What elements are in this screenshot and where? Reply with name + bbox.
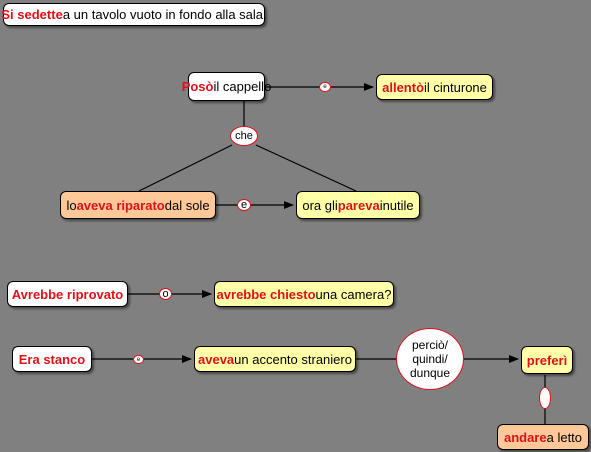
connector-percio-quindi-dunque[interactable]: perciò/ quindi/ dunque [396,328,464,390]
edge-che-pareva [255,144,357,192]
node-aveva-accento[interactable]: aveva un accento straniero [194,346,356,372]
node-poso[interactable]: Posò il cappello [182,72,271,101]
connector-label: o [162,288,169,300]
node-si-sedette[interactable]: Si sedette a un tavolo vuoto in fondo al… [1,3,267,26]
node-preferi[interactable]: preferì [521,346,573,374]
node-text: ora gli [302,197,338,213]
node-avrebbe-riprovato[interactable]: Avrebbe riprovato [7,281,128,307]
node-keyword: aveva riparato [76,197,165,213]
node-keyword: Era stanco [18,351,86,367]
node-text: un accento straniero [234,351,352,367]
node-keyword: Si sedette [1,7,63,22]
node-text: a un tavolo vuoto in fondo alla sala. [62,7,267,22]
connector-label: che [235,130,253,142]
edge-che-riparato [138,144,233,192]
node-text: lo [66,197,77,213]
node-text: dal sole [164,197,210,213]
node-keyword: andare [503,429,547,445]
connector-label: e [136,356,141,363]
connector-label: e [240,199,248,211]
connector-o[interactable]: o [159,288,172,300]
connector-line-3: dunque [409,366,451,380]
node-text: il cinturone [424,79,487,95]
node-keyword: allentò [382,79,425,95]
node-keyword: pareva [337,197,380,213]
connector-line-1: perciò/ [411,338,449,352]
node-text: inutile [379,197,414,213]
connector-line-2: quindi/ [412,352,448,366]
connector-e-2[interactable]: e [237,199,251,211]
node-keyword: Posò [181,79,214,94]
node-keyword: Avrebbe riprovato [11,286,124,302]
node-keyword: avrebbe chiesto [216,286,316,302]
node-keyword: aveva [198,351,235,367]
connector-e-1[interactable]: e [319,82,331,92]
connector-vertical[interactable] [539,387,551,409]
node-text: il cappello [213,79,272,94]
connector-label: e [323,84,327,90]
node-aveva-riparato[interactable]: lo aveva riparato dal sole [60,191,216,219]
node-era-stanco[interactable]: Era stanco [12,346,92,372]
node-avrebbe-chiesto[interactable]: avrebbe chiesto una camera? [214,281,394,307]
node-pareva[interactable]: ora gli pareva inutile [296,191,420,219]
connector-e-3[interactable]: e [133,355,144,364]
node-andare[interactable]: andare a letto [497,424,589,450]
node-text: a letto [546,429,583,445]
node-allento[interactable]: allentò il cinturone [376,74,493,100]
connector-che[interactable]: che [230,126,258,146]
node-keyword: preferì [526,352,568,368]
node-text: una camera? [315,286,392,302]
